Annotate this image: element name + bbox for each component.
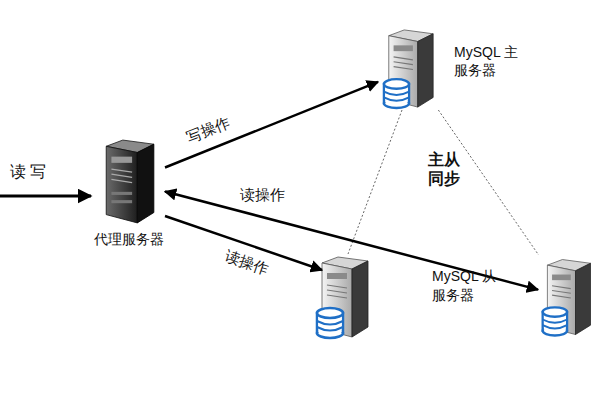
server-node: MySQL 主服务器 xyxy=(378,28,442,110)
server-label: MySQL 从服务器 xyxy=(432,267,502,303)
edge-label: 写操作 xyxy=(184,114,232,147)
proxy-server-icon xyxy=(106,140,154,223)
sync-line xyxy=(348,110,402,254)
master-server-icon xyxy=(384,30,433,108)
input-arrow xyxy=(0,195,91,198)
edge-label: 读操作 xyxy=(240,186,285,204)
server-label: 代理服务器 xyxy=(94,230,164,248)
server-label: MySQL 主服务器 xyxy=(454,43,524,79)
slave-server-icon xyxy=(543,260,591,336)
operation-label: 读操作 xyxy=(222,247,270,279)
server-node: MySQL 从服务器 xyxy=(538,255,598,340)
server-node: 代理服务器 xyxy=(93,138,165,226)
slave-server-icon xyxy=(317,257,368,338)
operation-arrow xyxy=(165,82,378,168)
operation-label: 读 写 xyxy=(10,162,46,181)
sync-label: 主从同步 xyxy=(428,150,462,188)
